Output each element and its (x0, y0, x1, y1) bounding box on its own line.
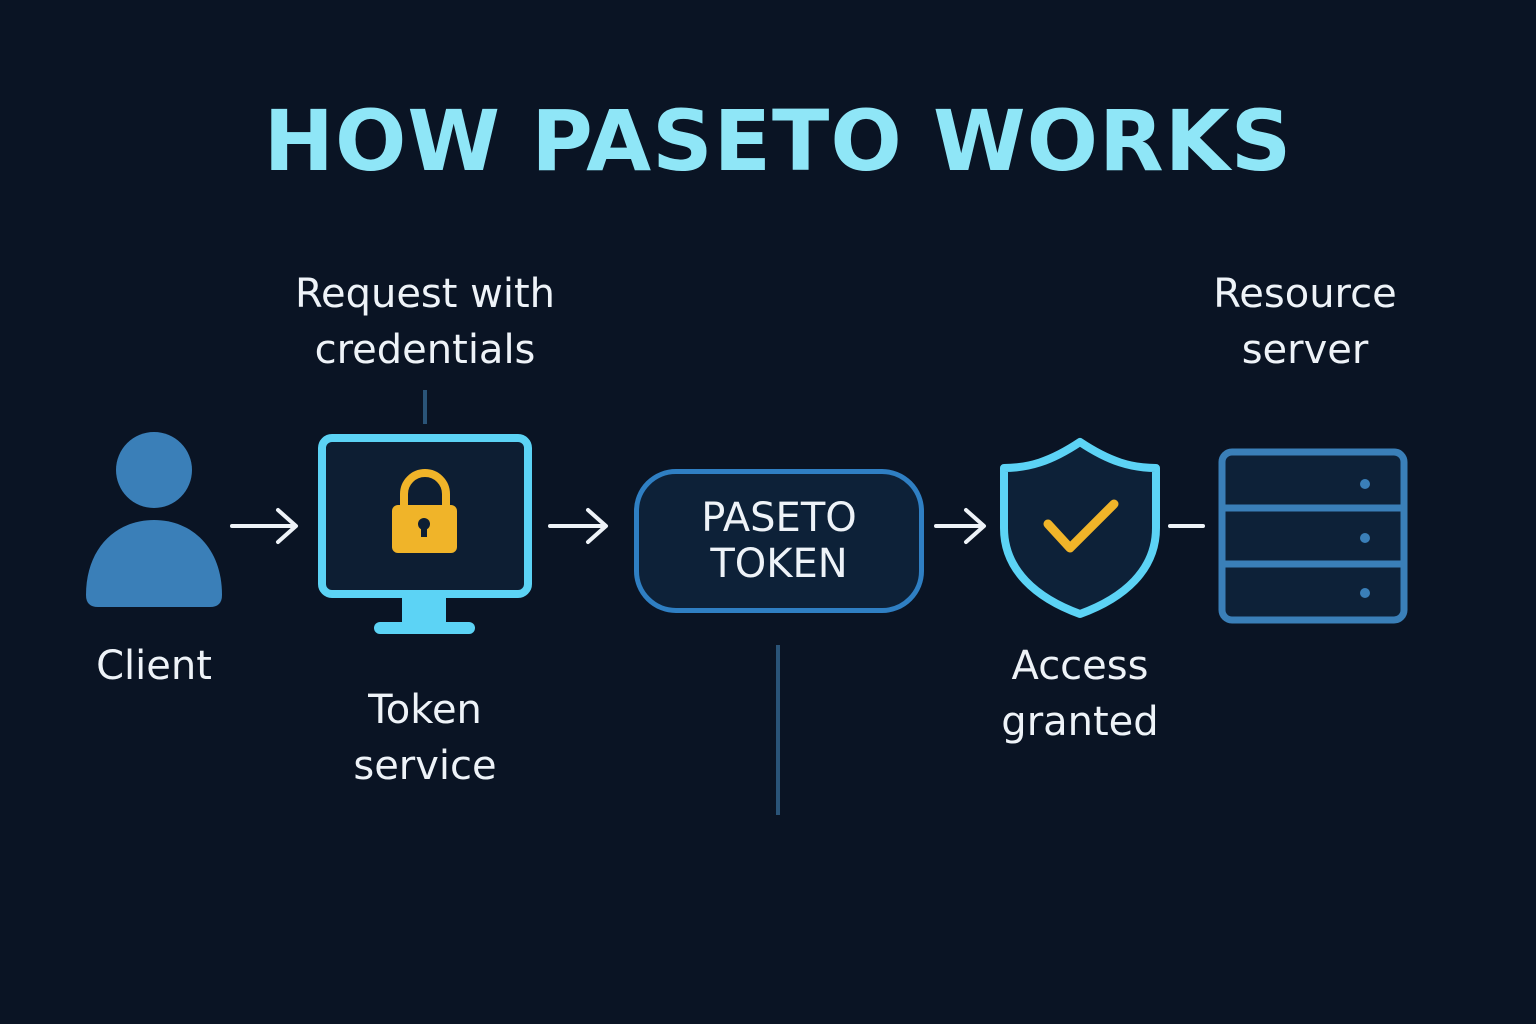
monitor-lock-icon (318, 434, 532, 634)
user-icon (86, 432, 222, 607)
arrow-right-icon (230, 508, 298, 544)
token-service-label: Token service (325, 682, 525, 794)
resource-server-label: Resource server (1185, 266, 1425, 378)
request-label: Request with credentials (265, 266, 585, 378)
arrow-right-icon (548, 508, 608, 544)
request-label-line-2: credentials (314, 327, 536, 373)
resource-label-line-2: server (1241, 327, 1369, 373)
token-service-line-2: service (353, 743, 497, 789)
page-title: HOW PASETO WORKS (263, 92, 1293, 190)
request-label-line-1: Request with (294, 271, 556, 317)
access-line-1: Access (1011, 643, 1149, 689)
server-icon (1218, 448, 1408, 624)
shield-check-icon (1000, 438, 1160, 618)
access-line-2: granted (1001, 699, 1159, 745)
paseto-token-box: PASETO TOKEN (634, 469, 924, 613)
token-service-line-1: Token (368, 687, 482, 733)
token-line-1: PASETO (701, 495, 857, 541)
client-label: Client (96, 643, 212, 689)
access-granted-label: Access granted (980, 638, 1180, 750)
resource-label-line-1: Resource (1213, 271, 1397, 317)
arrow-right-icon (934, 508, 986, 544)
token-line-2: TOKEN (710, 541, 848, 587)
